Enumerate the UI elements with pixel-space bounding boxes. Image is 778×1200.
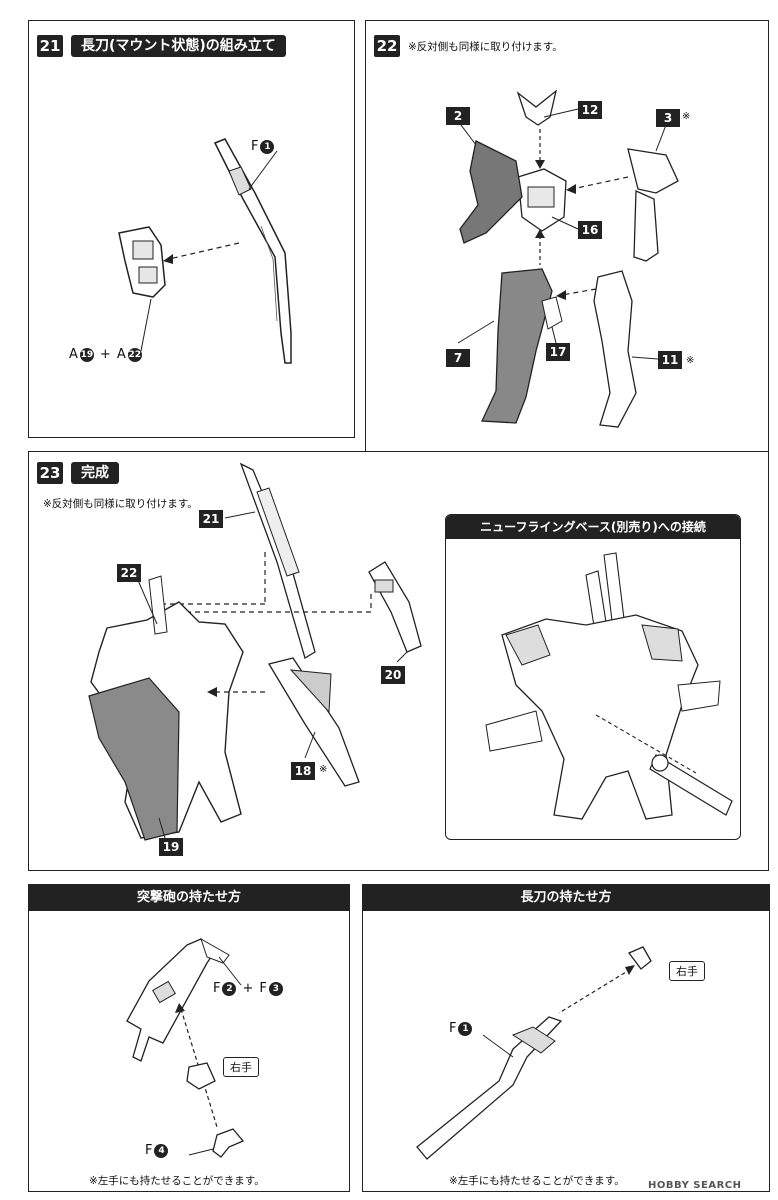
panel-note: ※左手にも持たせることができます。: [89, 1175, 265, 1187]
sword-holding-illustration: [416, 946, 652, 1160]
part-label-a19-a22: A 19 + A 22: [69, 347, 142, 362]
part-tag-7: 7: [446, 349, 470, 367]
part-label-f2-f3: F 2 + F 3: [213, 981, 283, 996]
flying-base-inset: ニューフライングベース(別売り)への接続: [445, 514, 741, 840]
part-tag-2: 2: [446, 107, 470, 125]
step-22-panel: 22 ※反対側も同様に取り付けます。: [365, 20, 769, 452]
part-number-circle: 3: [268, 981, 283, 996]
part-tag-21: 21: [199, 510, 223, 528]
step-23-illustration: [88, 462, 422, 841]
step-note: ※反対側も同様に取り付けます。: [408, 41, 563, 53]
part-tag-16: 16: [578, 221, 602, 239]
note-mark: ※: [319, 764, 328, 775]
panel-title: 長刀の持たせ方: [363, 885, 769, 911]
panel-title: 突撃砲の持たせ方: [29, 885, 349, 911]
step-title: 長刀(マウント状態)の組み立て: [71, 35, 286, 57]
part-number-circle: 19: [79, 347, 94, 362]
step-23-panel: 23 完成 ※反対側も同様に取り付けます。 21 22 20 18 ※ 19: [28, 451, 769, 871]
part-number-circle: 1: [458, 1021, 473, 1036]
watermark: HOBBY SEARCH: [648, 1180, 742, 1191]
right-hand-label: 右手: [669, 961, 705, 981]
inset-title: ニューフライングベース(別売り)への接続: [446, 515, 740, 539]
step-title: 完成: [71, 462, 119, 484]
part-tag-3: 3: [656, 109, 680, 127]
gun-holding-illustration: [126, 937, 245, 1158]
part-tag-20: 20: [381, 666, 405, 684]
part-number-circle: 4: [154, 1143, 169, 1158]
part-label-f4: F 4: [145, 1143, 169, 1158]
part-tag-19: 19: [159, 838, 183, 856]
step-22-illustration: [457, 89, 679, 428]
note-mark: ※: [686, 355, 695, 366]
part-tag-18: 18: [291, 762, 315, 780]
part-tag-17: 17: [546, 343, 570, 361]
step-21-illustration: [118, 138, 292, 364]
part-number-circle: 22: [127, 347, 142, 362]
step-21-panel: 21 長刀(マウント状態)の組み立て F 1 A 19 + A 22: [28, 20, 355, 438]
part-number-circle: 1: [260, 139, 275, 154]
step-number: 22: [374, 35, 400, 57]
part-label-f1: F 1: [449, 1021, 473, 1036]
sword-holding-panel: 長刀の持たせ方 右手 F 1 ※左手にも持たせることができます。: [362, 884, 770, 1192]
gun-holding-panel: 突撃砲の持たせ方 F 2 + F 3 右手 F 4 ※左手にも持たせることができ…: [28, 884, 350, 1192]
step-note: ※反対側も同様に取り付けます。: [43, 498, 198, 510]
right-hand-label: 右手: [223, 1057, 259, 1077]
part-tag-12: 12: [578, 101, 602, 119]
step-number: 21: [37, 35, 63, 57]
panel-note: ※左手にも持たせることができます。: [449, 1175, 625, 1187]
step-number: 23: [37, 462, 63, 484]
flying-base-illustration: [485, 552, 733, 820]
part-number-circle: 2: [222, 981, 237, 996]
part-tag-11: 11: [658, 351, 682, 369]
part-tag-22: 22: [117, 564, 141, 582]
part-label-f1: F 1: [251, 139, 275, 154]
note-mark: ※: [682, 111, 691, 122]
